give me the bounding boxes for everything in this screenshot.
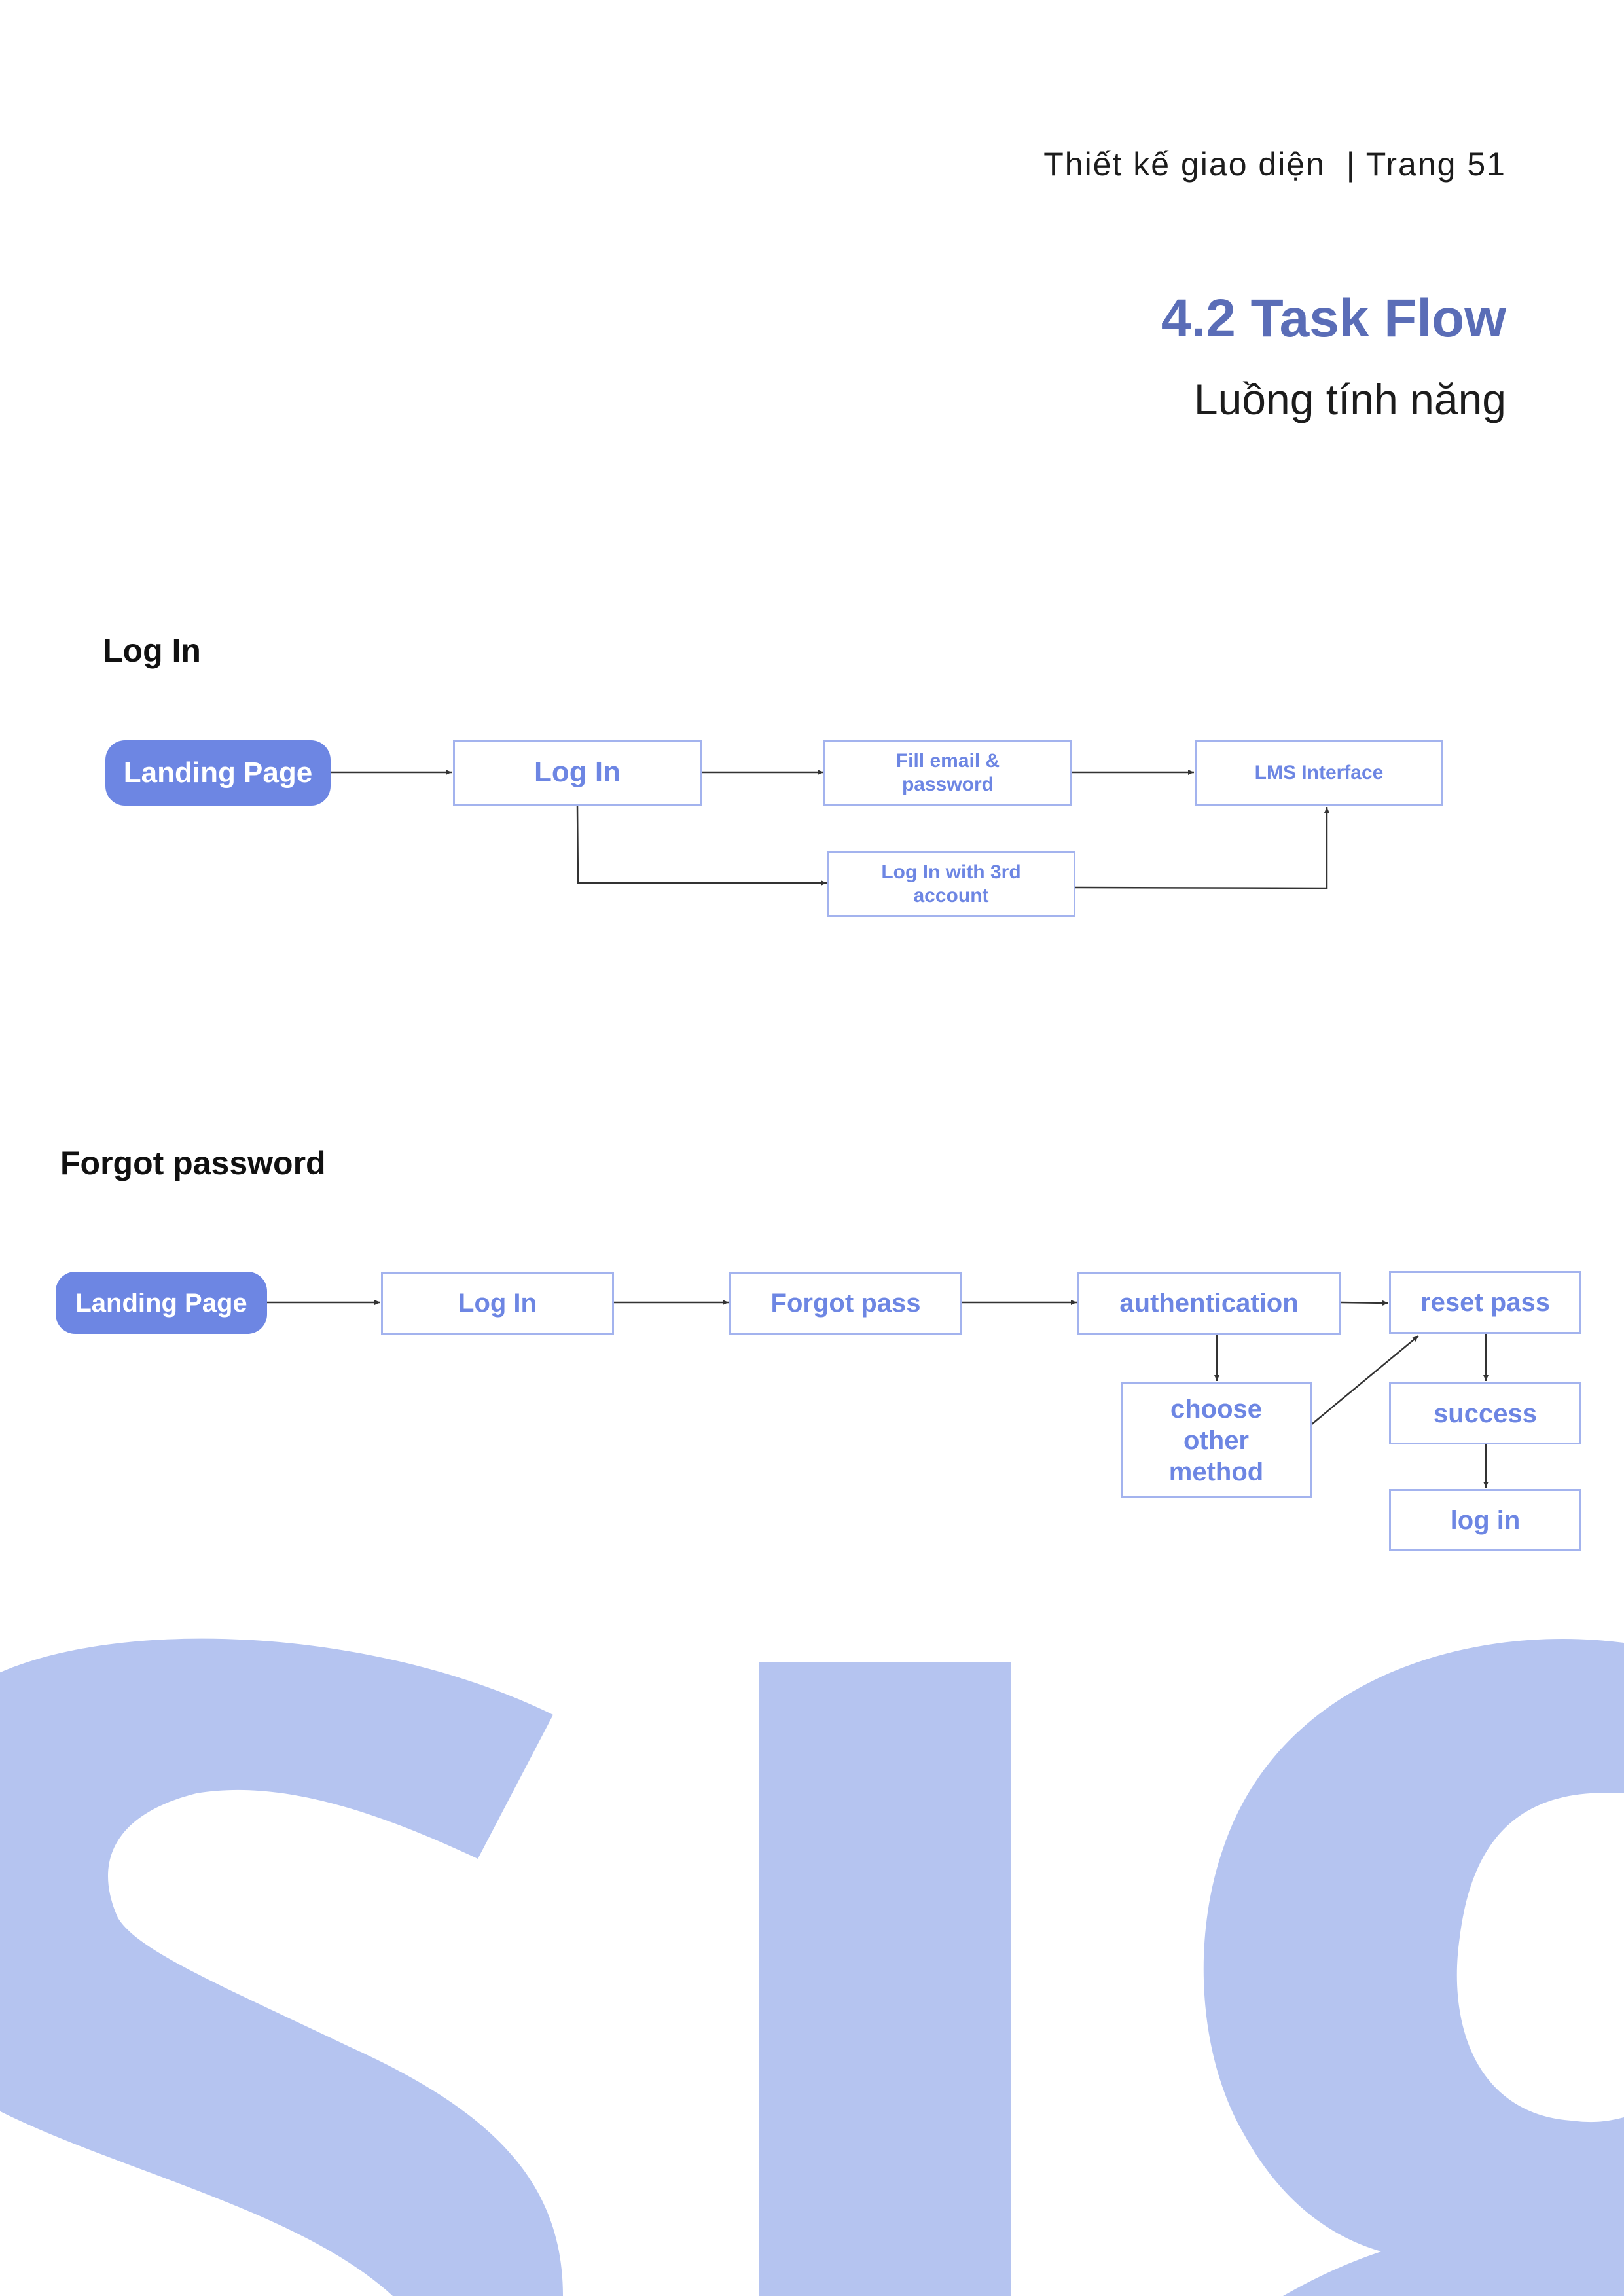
page-header: Thiết kế giao diện | Trang 51 bbox=[1043, 145, 1506, 183]
forgot-flow-forgot-pass-node: Forgot pass bbox=[729, 1272, 962, 1335]
page-subtitle: Luồng tính năng bbox=[1193, 375, 1506, 423]
arrow-login-to-third bbox=[576, 805, 827, 886]
arrow-choose-to-reset bbox=[1311, 1335, 1419, 1425]
forgot-flow-choose-other-method-node: choose other method bbox=[1121, 1382, 1312, 1498]
login-flow-third-party-login-node: Log In with 3rd account bbox=[827, 851, 1075, 917]
flow-connectors bbox=[267, 770, 1489, 1488]
login-flow-lms-interface-node: LMS Interface bbox=[1195, 740, 1443, 806]
header-page-number: Trang 51 bbox=[1365, 146, 1506, 183]
forgot-flow-landing-page-node: Landing Page bbox=[56, 1272, 267, 1334]
decorative-letter-i bbox=[759, 1662, 1011, 2296]
forgot-flow-reset-pass-node: reset pass bbox=[1389, 1271, 1581, 1334]
header-section: Thiết kế giao diện bbox=[1043, 146, 1326, 183]
login-flow-heading: Log In bbox=[103, 632, 201, 669]
forgot-flow-heading: Forgot password bbox=[60, 1145, 326, 1181]
page-title: 4.2 Task Flow bbox=[1161, 289, 1506, 348]
decorative-letter-s bbox=[0, 1638, 563, 2296]
header-separator: | bbox=[1346, 146, 1356, 183]
forgot-flow-relogin-node: log in bbox=[1389, 1489, 1581, 1551]
login-flow-fill-credentials-node: Fill email & password bbox=[823, 740, 1072, 806]
forgot-flow-login-node: Log In bbox=[381, 1272, 614, 1335]
login-flow-landing-page-node: Landing Page bbox=[105, 740, 331, 806]
arrow-third-to-lms bbox=[1075, 807, 1329, 889]
forgot-flow-authentication-node: authentication bbox=[1077, 1272, 1341, 1335]
login-flow-login-node: Log In bbox=[453, 740, 702, 806]
arrow-auth-to-reset bbox=[1340, 1300, 1389, 1306]
decorative-letter-g bbox=[1203, 1639, 1624, 2296]
background-decorative-letters bbox=[0, 1638, 1624, 2296]
forgot-flow-success-node: success bbox=[1389, 1382, 1581, 1444]
